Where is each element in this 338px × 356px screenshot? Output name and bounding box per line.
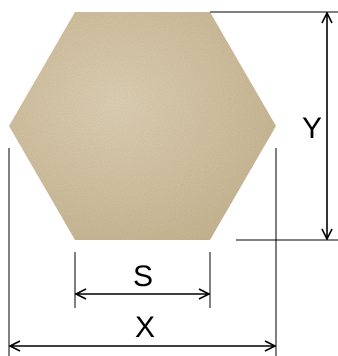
x-dimension-label: X	[135, 311, 155, 344]
y-dimension-label: Y	[302, 112, 322, 145]
hexagon-tile	[9, 12, 276, 240]
s-dimension-label: S	[133, 260, 153, 293]
